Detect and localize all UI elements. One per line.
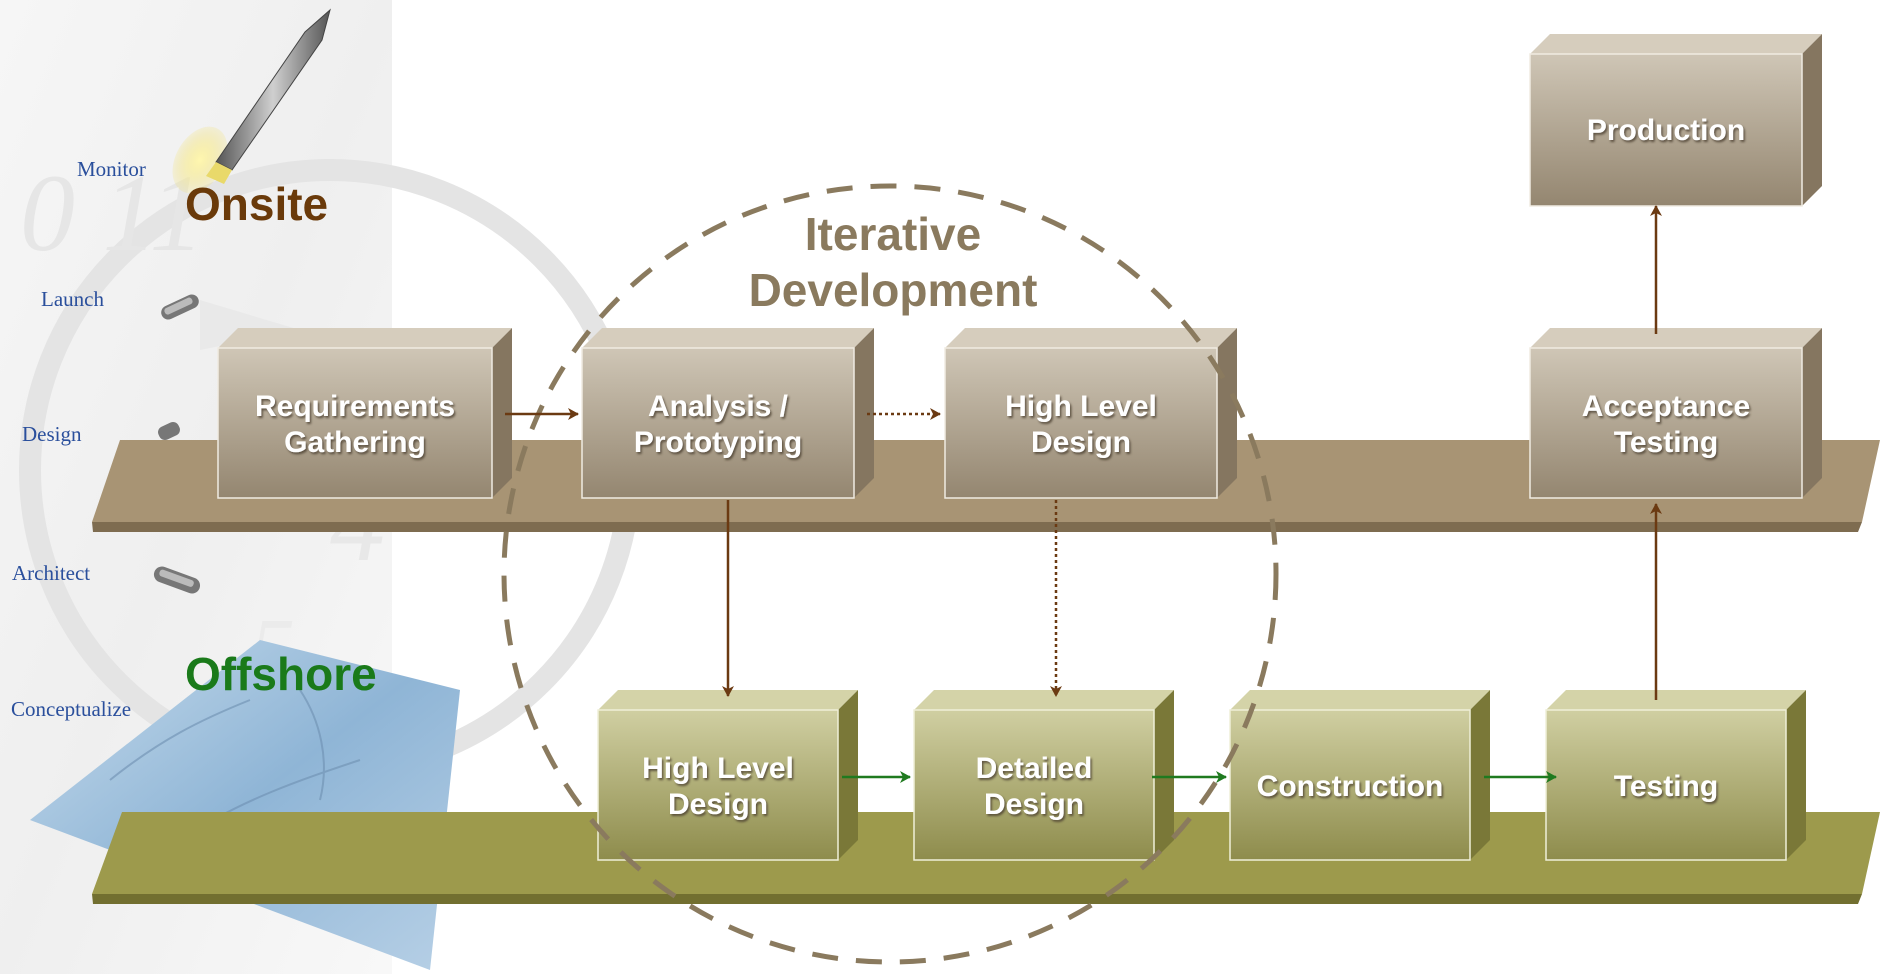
- iterative-circle: [501, 183, 1279, 965]
- box-analysis-line1: Analysis /: [648, 390, 789, 423]
- box-acceptance-line1: Acceptance: [1582, 390, 1750, 423]
- box-hld-onsite-line2: Design: [1031, 426, 1131, 459]
- offshore-title: Offshore: [185, 648, 377, 700]
- box-high-level-design-offshore[interactable]: High Level Design: [597, 690, 858, 861]
- capsule-icon-design: [158, 421, 180, 441]
- box-analysis-line2: Prototyping: [634, 426, 802, 459]
- capsule-icon-launch: [161, 294, 199, 320]
- box-detailed-design[interactable]: Detailed Design: [913, 690, 1174, 861]
- box-testing-line1: Testing: [1614, 770, 1718, 803]
- box-requirements-gathering[interactable]: Requirements Gathering: [217, 328, 512, 499]
- box-construction[interactable]: Construction: [1229, 690, 1490, 861]
- rocket-icon: [172, 8, 331, 194]
- capsule-icon-architect: [153, 566, 201, 594]
- onsite-title: Onsite: [185, 178, 328, 230]
- box-acceptance-testing[interactable]: Acceptance Testing: [1529, 328, 1822, 499]
- iterative-title-line1: Iterative: [805, 208, 981, 260]
- box-requirements-line2: Gathering: [284, 426, 426, 459]
- box-hld-offshore-line1: High Level: [642, 752, 794, 785]
- label-design: Design: [22, 422, 82, 446]
- box-testing[interactable]: Testing: [1545, 690, 1806, 861]
- box-analysis-prototyping[interactable]: Analysis / Prototyping: [581, 328, 874, 499]
- box-high-level-design-onsite[interactable]: High Level Design: [944, 328, 1237, 499]
- label-monitor: Monitor: [77, 157, 146, 181]
- box-detailed-line1: Detailed: [976, 752, 1093, 785]
- box-production[interactable]: Production: [1529, 34, 1822, 207]
- box-hld-offshore-line2: Design: [668, 788, 768, 821]
- box-production-line1: Production: [1587, 114, 1745, 147]
- label-launch: Launch: [41, 287, 104, 311]
- box-detailed-line2: Design: [984, 788, 1084, 821]
- label-architect: Architect: [12, 561, 90, 585]
- iterative-title-line2: Development: [749, 264, 1038, 316]
- box-construction-line1: Construction: [1257, 770, 1444, 803]
- box-acceptance-line2: Testing: [1614, 426, 1718, 459]
- box-hld-onsite-line1: High Level: [1005, 390, 1157, 423]
- label-conceptualize: Conceptualize: [11, 697, 131, 721]
- box-requirements-line1: Requirements: [255, 390, 455, 423]
